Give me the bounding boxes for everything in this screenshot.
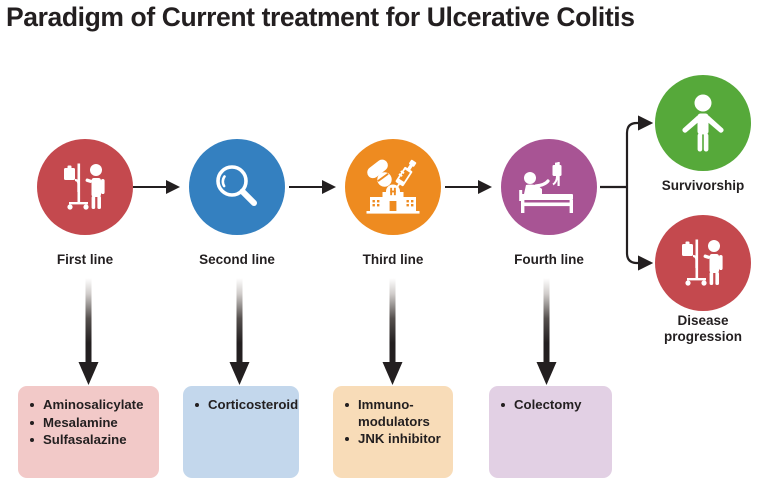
down-arrow-first	[78, 278, 99, 385]
list-item: Aminosalicylate	[28, 397, 151, 414]
iv-pole-patient-icon	[64, 163, 105, 210]
stage-circle-second-line[interactable]	[189, 139, 285, 235]
outcome-label-line1: Disease	[677, 313, 729, 328]
list-item-text-line1: Immuno-	[358, 397, 414, 412]
treatment-list-fourth-line: Colectomy	[499, 397, 604, 414]
treatment-box-fourth-line[interactable]: Colectomy	[489, 386, 612, 478]
treatment-box-third-line[interactable]: Immuno- modulators JNK inhibitor	[333, 386, 453, 478]
treatment-down-arrows	[78, 278, 557, 385]
page-title: Paradigm of Current treatment for Ulcera…	[6, 2, 635, 32]
outcome-circle-survivorship[interactable]	[655, 75, 751, 171]
down-arrow-third	[382, 278, 403, 385]
list-item: Mesalamine	[28, 415, 151, 432]
list-item: Corticosteroid	[193, 397, 298, 414]
down-arrow-fourth	[536, 278, 557, 385]
stage-circle-fourth-line[interactable]	[501, 139, 597, 235]
stage-circle-first-line[interactable]	[37, 139, 133, 235]
list-item: Sulfasalazine	[28, 432, 151, 449]
magnifying-glass-icon	[216, 165, 257, 206]
list-item: Colectomy	[499, 397, 604, 414]
stage-label-fourth-line: Fourth line	[514, 252, 584, 267]
treatment-list-third-line: Immuno- modulators JNK inhibitor	[343, 397, 445, 448]
outcome-branch-connector	[600, 115, 654, 271]
treatment-list-first-line: Aminosalicylate Mesalamine Sulfasalazine	[28, 397, 151, 449]
list-item-text-line2: modulators	[358, 413, 430, 429]
stage-label-second-line: Second line	[199, 252, 275, 267]
outcome-circle-disease-progression[interactable]	[655, 215, 751, 311]
treatment-box-first-line[interactable]: Aminosalicylate Mesalamine Sulfasalazine	[18, 386, 159, 478]
stage-label-first-line: First line	[56, 252, 114, 267]
treatment-list-second-line: Corticosteroid	[193, 397, 298, 414]
treatment-box-second-line[interactable]: Corticosteroid	[183, 386, 299, 478]
down-arrow-second	[229, 278, 250, 385]
stage-label-third-line: Third line	[362, 252, 424, 267]
outcome-label-line2: progression	[663, 328, 742, 344]
list-item: Immuno- modulators	[343, 397, 445, 430]
pills-syringe-hospital-icon	[366, 159, 420, 214]
list-item: JNK inhibitor	[343, 431, 445, 448]
stage-circle-third-line[interactable]	[345, 139, 441, 235]
standing-person-icon	[682, 94, 724, 152]
outcome-label-survivorship: Survivorship	[661, 178, 745, 193]
outcome-label-disease-progression: Disease progression	[633, 313, 773, 345]
hospital-bed-patient-icon	[519, 162, 573, 213]
iv-pole-patient-icon	[682, 239, 723, 286]
